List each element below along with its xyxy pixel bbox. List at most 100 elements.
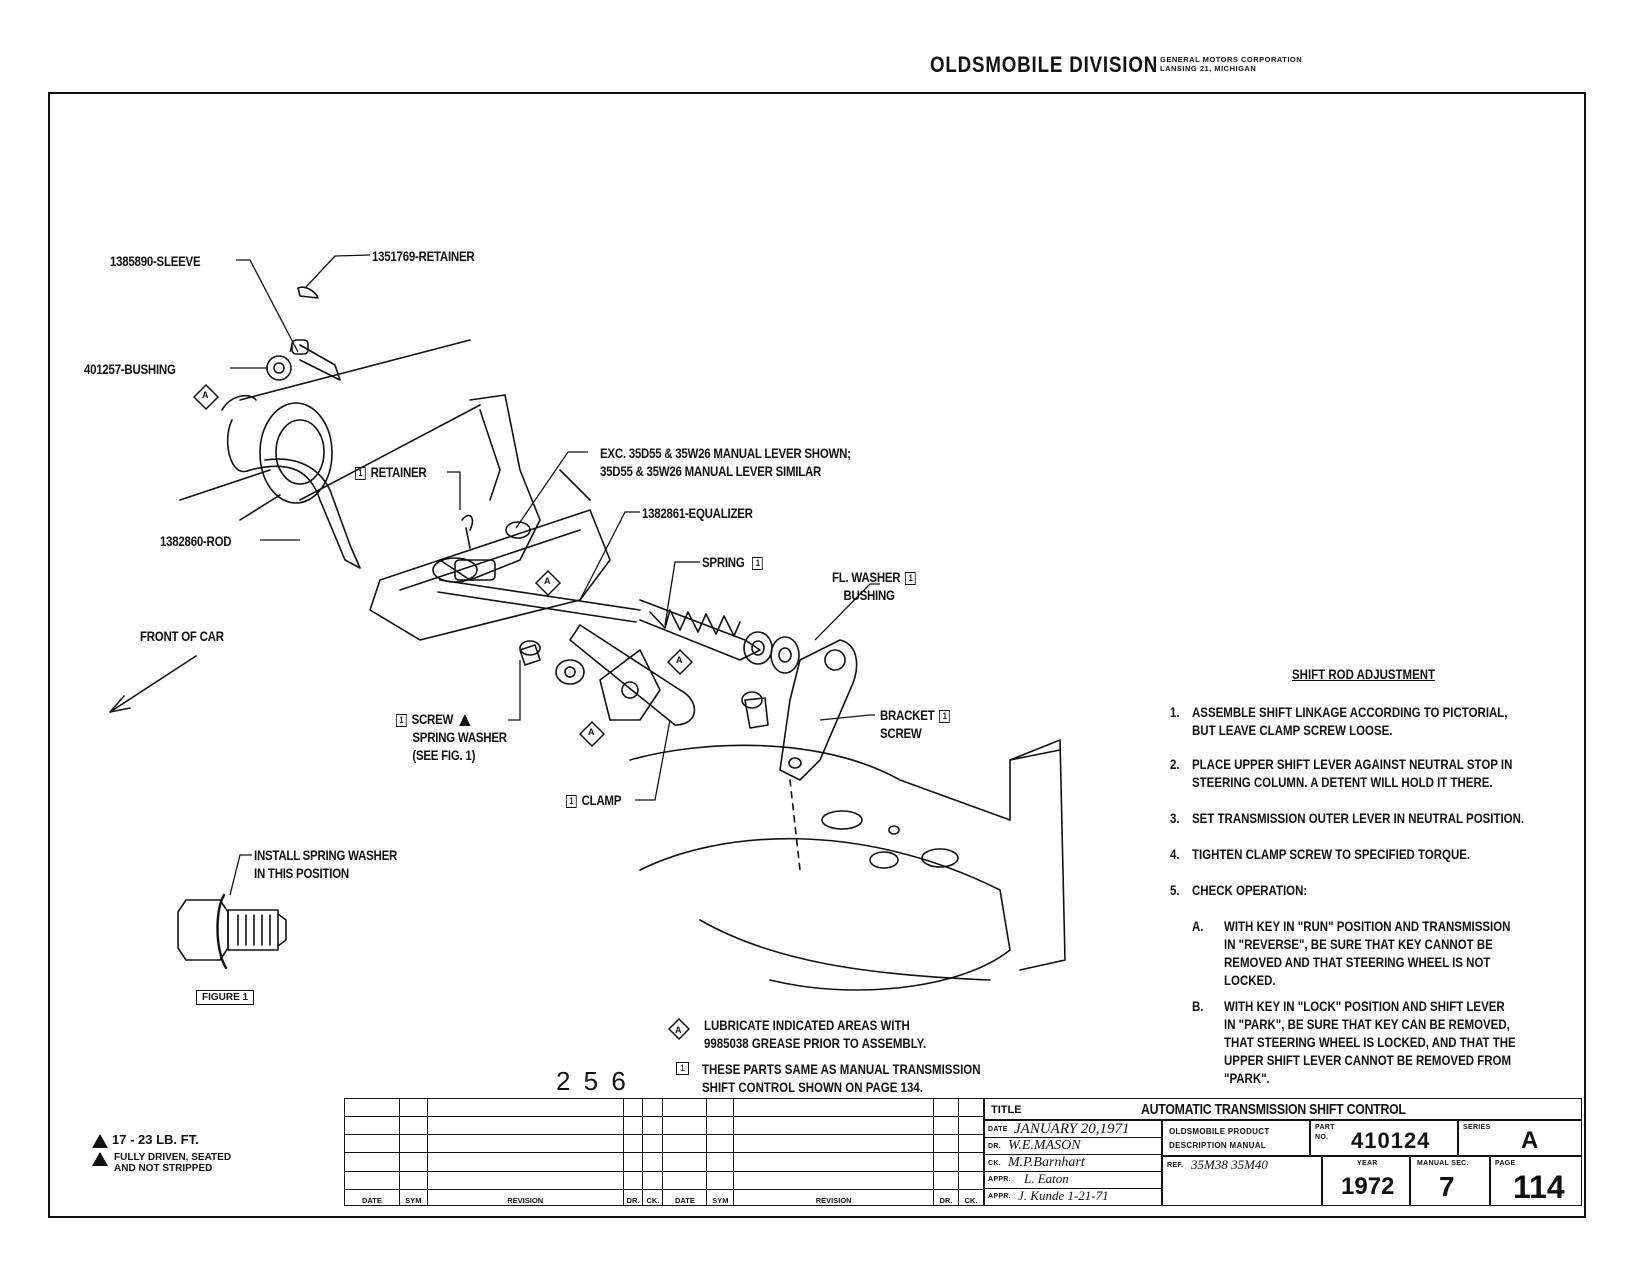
retainer-clip xyxy=(297,286,319,299)
rev-col-revision: REVISION xyxy=(426,1188,624,1207)
drawing-frame xyxy=(48,92,1586,1218)
lever-note-line: EXC. 35D55 & 35W26 MANUAL LEVER SHOWN; xyxy=(600,445,851,461)
rev-col-revision: REVISION xyxy=(733,1188,934,1207)
substep-b-line: WITH KEY IN "LOCK" POSITION AND SHIFT LE… xyxy=(1224,998,1505,1014)
install-line: INSTALL SPRING WASHER xyxy=(254,847,398,863)
substep-b-line: THAT STEERING WHEEL IS LOCKED, AND THAT … xyxy=(1224,1034,1516,1050)
series-value: A xyxy=(1521,1127,1539,1154)
rev-col-sym: SYM xyxy=(706,1188,735,1207)
spring-callout: SPRING 1 xyxy=(702,554,768,570)
same-parts-legend: 1 THESE PARTS SAME AS MANUAL TRANSMISSIO… xyxy=(676,1060,1042,1096)
manual-line: DESCRIPTION MANUAL xyxy=(1169,1141,1266,1150)
sleeve-part xyxy=(291,339,309,355)
column-housing-inner xyxy=(275,419,325,485)
drawn-by: W.E.MASON xyxy=(1008,1138,1081,1153)
part-label: PART xyxy=(1315,1124,1335,1131)
part-label: NO. xyxy=(1315,1134,1329,1141)
lube-line: LUBRICATE INDICATED AREAS WITH xyxy=(704,1017,910,1033)
manual-line: OLDSMOBILE PRODUCT xyxy=(1169,1127,1270,1136)
fully-driven-line: FULLY DRIVEN, SEATED xyxy=(114,1152,232,1163)
year-value: 1972 xyxy=(1341,1173,1395,1200)
clamp-arm xyxy=(569,624,696,726)
figure1-label: FIGURE 1 xyxy=(196,990,255,1005)
diamond-icon-letter: A xyxy=(675,1025,682,1035)
figure1-bolt-shank xyxy=(227,909,279,951)
rev-col-ck: CK. xyxy=(642,1188,664,1207)
ck-label: CK. xyxy=(988,1160,1001,1167)
sleeve-callout: 1385890-SLEEVE xyxy=(110,253,201,269)
series-cell: SERIES A xyxy=(1458,1120,1582,1156)
lube-marker-diamond xyxy=(192,383,220,411)
date-label: DATE xyxy=(988,1126,1008,1133)
corporation-address: GENERAL MOTORS CORPORATION LANSING 21, M… xyxy=(1160,55,1302,73)
address-line: LANSING 21, MICHIGAN xyxy=(1160,64,1257,73)
step3-line: SET TRANSMISSION OUTER LEVER IN NEUTRAL … xyxy=(1192,810,1525,826)
figure1-spring-washer xyxy=(216,893,228,970)
manual-sec-value: 7 xyxy=(1439,1171,1455,1202)
equalizer-rod xyxy=(439,579,641,611)
corporation-line: GENERAL MOTORS CORPORATION xyxy=(1160,55,1303,64)
ref-label: REF. xyxy=(1167,1162,1184,1169)
fully-driven-note: FULLY DRIVEN, SEATED AND NOT STRIPPED xyxy=(92,1152,231,1174)
series-label: SERIES xyxy=(1463,1124,1491,1131)
step2-line: STEERING COLUMN. A DETENT WILL HOLD IT T… xyxy=(1192,774,1493,790)
lube-line: 9985038 GREASE PRIOR TO ASSEMBLY. xyxy=(704,1035,927,1051)
approved-by-1: L. Eaton xyxy=(1024,1171,1069,1186)
same-parts-line: THESE PARTS SAME AS MANUAL TRANSMISSION xyxy=(702,1061,981,1077)
torque-value: 17 - 23 LB. FT. xyxy=(112,1132,199,1147)
retainer-callout-label: RETAINER xyxy=(370,464,427,480)
lube-marker-diamond xyxy=(578,720,606,748)
torque-triangle-icon xyxy=(459,714,471,727)
transmission-lever xyxy=(439,394,541,581)
rev-col-ck: CK. xyxy=(957,1188,985,1207)
step-number: 2. xyxy=(1170,756,1180,772)
front-of-car-arrow-line xyxy=(109,655,197,713)
title-row: TITLE AUTOMATIC TRANSMISSION SHIFT CONTR… xyxy=(984,1098,1582,1120)
screw-part xyxy=(519,644,541,666)
same-part-box-icon: 1 xyxy=(566,794,577,808)
page-cell: PAGE 114 xyxy=(1490,1156,1582,1206)
checked-by: M.P.Barnhart xyxy=(1008,1155,1085,1170)
division-title: OLDSMOBILE DIVISION xyxy=(930,52,1159,77)
rev-col-sym: SYM xyxy=(398,1188,428,1207)
manual-sec-cell: MANUAL SEC. 7 xyxy=(1410,1156,1490,1206)
column-outline-top xyxy=(239,339,471,401)
rev-col-dr: DR. xyxy=(932,1188,959,1207)
step2-line: PLACE UPPER SHIFT LEVER AGAINST NEUTRAL … xyxy=(1192,756,1513,772)
lube-marker-diamond xyxy=(666,648,694,676)
spring-washer-label: SPRING WASHER xyxy=(412,729,507,745)
same-part-box-icon: 1 xyxy=(676,1062,689,1075)
spring-callout-label: SPRING xyxy=(702,554,745,570)
bracket-part xyxy=(779,639,858,781)
year-cell: YEAR 1972 xyxy=(1322,1156,1410,1206)
page-label: PAGE xyxy=(1495,1160,1516,1167)
lube-legend: A LUBRICATE INDICATED AREAS WITH 9985038… xyxy=(668,1016,975,1052)
diamond-marker-label: A xyxy=(676,655,683,665)
rev-col-date: DATE xyxy=(344,1188,400,1207)
lever-note-callout: EXC. 35D55 & 35W26 MANUAL LEVER SHOWN; 3… xyxy=(600,444,851,480)
page-stamp-number: 2 5 6 xyxy=(556,1066,629,1096)
step-number: 3. xyxy=(1170,810,1180,826)
drawing-title: AUTOMATIC TRANSMISSION SHIFT CONTROL xyxy=(1141,1101,1406,1118)
step4-line: TIGHTEN CLAMP SCREW TO SPECIFIED TORQUE. xyxy=(1192,846,1471,862)
step-number: 4. xyxy=(1170,846,1180,862)
substep-letter: B. xyxy=(1192,998,1204,1014)
same-parts-line: SHIFT CONTROL SHOWN ON PAGE 134. xyxy=(702,1079,923,1095)
column-housing xyxy=(259,402,333,504)
substep-b-line: UPPER SHIFT LEVER CANNOT BE REMOVED FROM xyxy=(1224,1052,1512,1068)
manual-cell: OLDSMOBILE PRODUCT DESCRIPTION MANUAL xyxy=(1162,1120,1310,1156)
diamond-marker-label: A xyxy=(202,390,209,400)
equalizer-callout: 1382861-EQUALIZER xyxy=(642,505,753,521)
lever-note-line: 35D55 & 35W26 MANUAL LEVER SIMILAR xyxy=(600,463,822,479)
spring-coil xyxy=(649,609,741,637)
figure1-bolt-head xyxy=(177,899,229,961)
drawing-date: JANUARY 20,1971 xyxy=(1014,1121,1130,1137)
part-number-cell: PART NO. 410124 xyxy=(1310,1120,1458,1156)
reference-models: 35M38 35M40 xyxy=(1191,1157,1268,1172)
torque-note: 17 - 23 LB. FT. xyxy=(92,1132,199,1148)
same-part-box-icon: 1 xyxy=(396,713,407,727)
